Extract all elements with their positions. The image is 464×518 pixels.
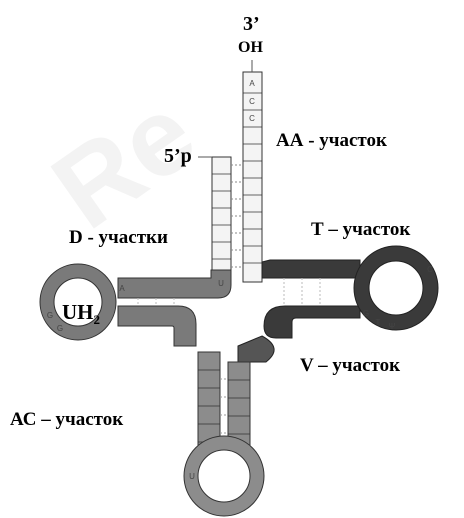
five-prime-label: 5’p [164, 145, 192, 167]
acceptor-3prime-strand: A C C [242, 71, 263, 283]
t-arm: C G T Ψ [261, 245, 439, 339]
uh2-subscript: 2 [93, 312, 101, 328]
variable-loop [237, 335, 275, 363]
v-loop-label: V – участок [300, 355, 401, 376]
ac-arm-label: АС – участок [10, 409, 124, 430]
aa-arm-label: АА - участок [276, 130, 387, 151]
uh2-label: UH2 [62, 300, 101, 328]
base-g2: G [57, 324, 63, 333]
base-u-d: U [218, 279, 224, 288]
anticodon-arm: U [183, 351, 265, 517]
d-arm: U A G G [39, 263, 232, 347]
base-t-t: T [376, 318, 381, 327]
base-a: A [249, 79, 255, 88]
base-g-t: G [363, 309, 369, 318]
t-arm-label: Т – участок [311, 219, 411, 240]
base-c-t: C [427, 265, 433, 274]
base-c1: C [249, 97, 255, 106]
oh-label: OH [238, 39, 263, 56]
base-psi: Ψ [389, 322, 396, 331]
base-a-d: A [119, 284, 125, 293]
three-prime-label: 3’ [243, 13, 260, 35]
d-arm-label: D - участки [69, 227, 168, 248]
base-g1: G [47, 311, 53, 320]
base-c2: C [249, 114, 255, 123]
base-u-ac: U [189, 472, 195, 481]
acceptor-5prime-strand [198, 60, 253, 283]
uh2-text: UH [62, 300, 94, 324]
